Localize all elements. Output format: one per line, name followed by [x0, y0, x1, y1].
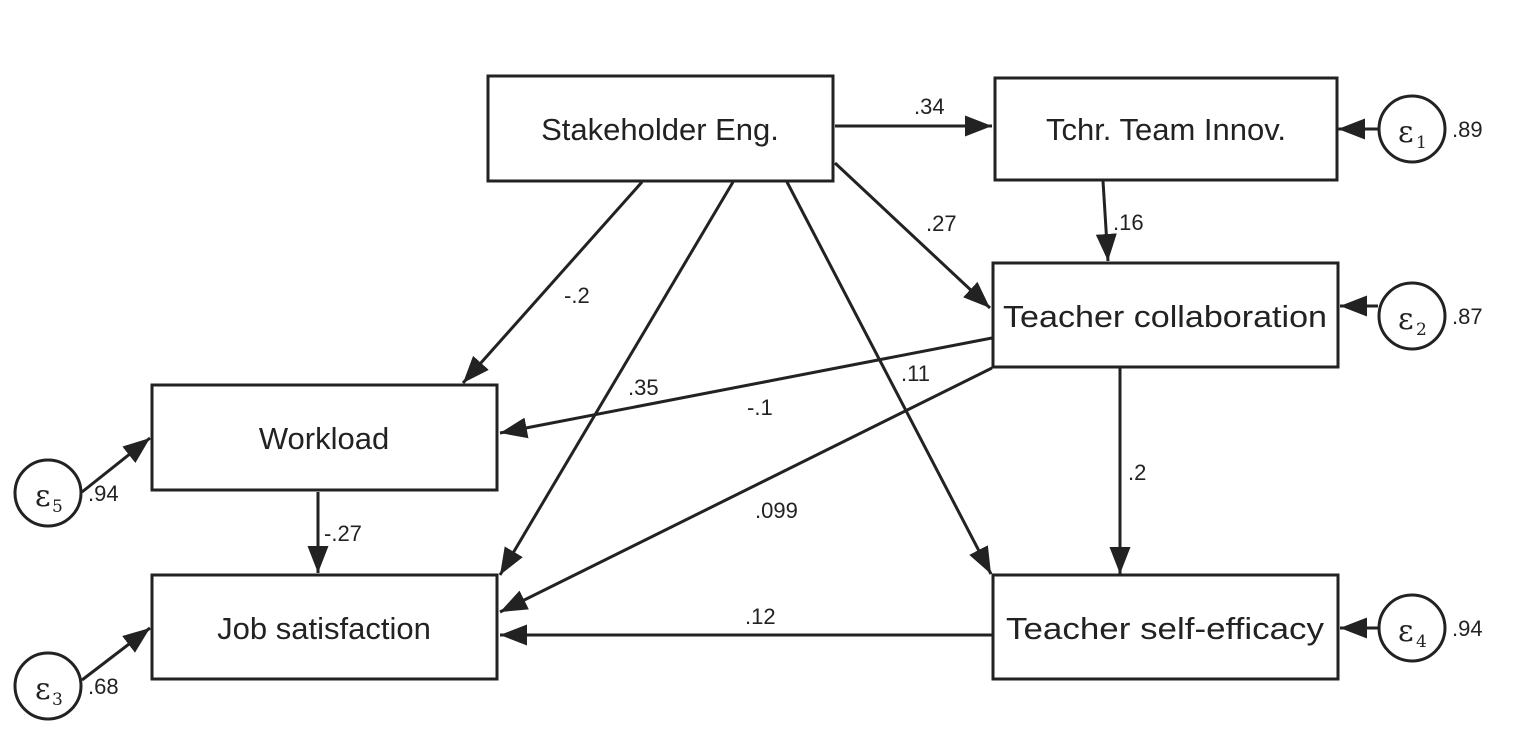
error-e3: ε 3 .68 [13, 651, 119, 721]
coef-workload-job-satisfaction: -.27 [324, 521, 362, 546]
edge-stakeholder-workload [461, 181, 644, 384]
error-e2: ε 2 .87 [1377, 281, 1483, 351]
error-e2-subscript: 2 [1416, 320, 1427, 340]
edge-collaboration-job-satisfaction [499, 366, 993, 614]
coef-innovation-collaboration: .16 [1113, 210, 1144, 235]
error-e5: ε 5 .94 [13, 458, 119, 528]
coef-stakeholder-collaboration: .27 [926, 211, 957, 236]
coef-stakeholder-self-efficacy: .11 [901, 361, 930, 386]
error-e3-variance: .68 [88, 674, 119, 699]
node-collaboration-label: Teacher collaboration [1003, 299, 1327, 334]
coef-self-efficacy-job-satisfaction: .12 [745, 604, 776, 629]
error-e4-symbol: ε [1398, 614, 1414, 649]
error-e3-subscript: 3 [52, 690, 63, 710]
error-e5-variance: .94 [88, 481, 119, 506]
error-e5-symbol: ε [35, 479, 51, 514]
coef-collaboration-workload: -.1 [747, 395, 773, 420]
error-e1: ε 1 .89 [1377, 94, 1483, 164]
error-e4-variance: .94 [1452, 616, 1483, 641]
error-e1-subscript: 1 [1416, 133, 1427, 153]
edge-e5-workload [81, 436, 151, 494]
error-e1-variance: .89 [1452, 117, 1483, 142]
error-e3-symbol: ε [35, 672, 51, 707]
edges [81, 115, 1378, 682]
coef-collaboration-job-satisfaction: .099 [755, 498, 798, 523]
edge-e3-job-satisfaction [81, 626, 151, 682]
node-innovation-label: Tchr. Team Innov. [1046, 112, 1286, 147]
edge-innovation-collaboration [1095, 180, 1117, 262]
node-collaboration: Teacher collaboration [991, 261, 1340, 369]
edge-stakeholder-collaboration [833, 161, 992, 310]
node-stakeholder-label: Stakeholder Eng. [541, 112, 779, 147]
node-stakeholder: Stakeholder Eng. [486, 74, 835, 183]
error-e4-subscript: 4 [1416, 632, 1427, 652]
error-e2-variance: .87 [1452, 304, 1483, 329]
node-job-satisfaction-label: Job satisfaction [217, 611, 431, 646]
edge-stakeholder-self-efficacy [785, 181, 993, 575]
edge-stakeholder-job-satisfaction [498, 181, 735, 576]
node-job-satisfaction: Job satisfaction [150, 573, 499, 681]
coef-collaboration-self-efficacy: .2 [1128, 460, 1146, 485]
node-self-efficacy-label: Teacher self-efficacy [1006, 611, 1325, 646]
node-workload: Workload [150, 383, 499, 492]
coef-stakeholder-innovation: .34 [914, 94, 945, 119]
error-e2-symbol: ε [1398, 302, 1414, 337]
node-innovation: Tchr. Team Innov. [993, 76, 1339, 182]
edge-collaboration-workload [499, 336, 993, 439]
coef-stakeholder-job-satisfaction: .35 [628, 375, 659, 400]
node-self-efficacy: Teacher self-efficacy [991, 573, 1340, 681]
error-e4: ε 4 .94 [1377, 593, 1483, 663]
coefficients: .34 .27 .16 -.2 .35 .11 -.1 .099 .2 -.27… [324, 94, 1146, 629]
error-e1-symbol: ε [1398, 115, 1414, 150]
node-workload-label: Workload [259, 421, 389, 456]
coef-stakeholder-workload: -.2 [564, 283, 590, 308]
error-e5-subscript: 5 [52, 497, 63, 517]
